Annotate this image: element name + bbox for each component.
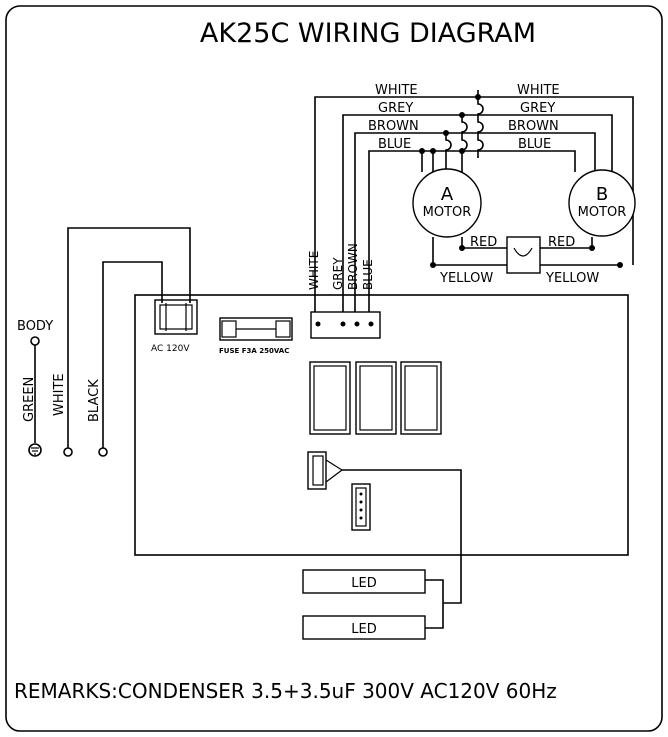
ac-terminal-block: AC 120V bbox=[151, 299, 198, 354]
relay-2 bbox=[355, 361, 397, 435]
crossover-3 bbox=[445, 133, 452, 172]
label-white-vertical: WHITE bbox=[307, 251, 321, 290]
motor-b-label: MOTOR bbox=[578, 205, 627, 220]
motor-connector bbox=[310, 311, 381, 339]
white-terminal-label: WHITE bbox=[52, 373, 67, 416]
brown-wire bbox=[354, 132, 596, 320]
led-1 bbox=[302, 569, 426, 594]
outer-frame bbox=[5, 5, 663, 732]
ac-label: AC 120V bbox=[151, 344, 190, 354]
label-white-left: WHITE bbox=[375, 83, 418, 98]
capacitor-wiring bbox=[430, 236, 623, 274]
black-input-wire bbox=[102, 261, 163, 448]
diagram-title: AK25C WIRING DIAGRAM bbox=[200, 18, 536, 49]
terminal-body: BODY bbox=[17, 319, 53, 457]
crossover-1 bbox=[477, 90, 484, 158]
relay-3 bbox=[400, 361, 442, 435]
remarks-text: REMARKS:CONDENSER 3.5+3.5uF 300V AC120V … bbox=[14, 679, 557, 703]
led-2 bbox=[302, 615, 426, 640]
label-blue-right: BLUE bbox=[518, 137, 551, 152]
motor-a-letter: A bbox=[441, 184, 454, 205]
motor-a-label: MOTOR bbox=[423, 205, 472, 220]
label-red-right: RED bbox=[548, 235, 575, 250]
fuse: FUSE F3A 250VAC bbox=[219, 317, 293, 355]
motor-b: B MOTOR bbox=[568, 169, 636, 237]
motor-a: A MOTOR bbox=[412, 168, 482, 238]
label-brown-vertical: BROWN bbox=[346, 243, 360, 290]
capacitor bbox=[506, 236, 541, 274]
label-yellow-right: YELLOW bbox=[545, 271, 599, 286]
control-board bbox=[134, 294, 629, 556]
white-terminal bbox=[63, 447, 73, 457]
black-terminal-label: BLACK bbox=[87, 379, 102, 422]
body-label: BODY bbox=[17, 319, 53, 334]
fuse-label: FUSE F3A 250VAC bbox=[219, 347, 289, 355]
label-grey-right: GREY bbox=[520, 101, 555, 116]
led-wire-main bbox=[342, 469, 462, 604]
crossover-2 bbox=[461, 115, 468, 175]
white-wire bbox=[314, 96, 634, 320]
blue-wire bbox=[368, 150, 576, 320]
led-connector bbox=[307, 451, 344, 490]
label-brown-left: BROWN bbox=[368, 119, 419, 134]
motor-b-letter: B bbox=[596, 184, 608, 205]
motor-harness bbox=[314, 90, 634, 320]
motor-b-circle bbox=[568, 169, 636, 237]
green-label: GREEN bbox=[22, 377, 37, 422]
black-terminal bbox=[98, 447, 108, 457]
label-yellow-left: YELLOW bbox=[439, 271, 493, 286]
led-wire-link bbox=[425, 579, 444, 629]
motor-a-circle bbox=[412, 168, 482, 238]
relay-1 bbox=[309, 361, 351, 435]
label-red-left: RED bbox=[470, 235, 497, 250]
label-white-right: WHITE bbox=[517, 83, 560, 98]
led-2-label: LED bbox=[351, 622, 376, 637]
label-grey-vertical: GREY bbox=[331, 257, 345, 290]
ground-icon bbox=[28, 443, 42, 457]
label-blue-vertical: BLUE bbox=[361, 259, 375, 290]
label-grey-left: GREY bbox=[378, 101, 413, 116]
led-1-label: LED bbox=[351, 576, 376, 591]
label-brown-right: BROWN bbox=[508, 119, 559, 134]
display-connector bbox=[351, 483, 371, 531]
white-input-wire bbox=[67, 227, 191, 448]
label-blue-left: BLUE bbox=[378, 137, 411, 152]
